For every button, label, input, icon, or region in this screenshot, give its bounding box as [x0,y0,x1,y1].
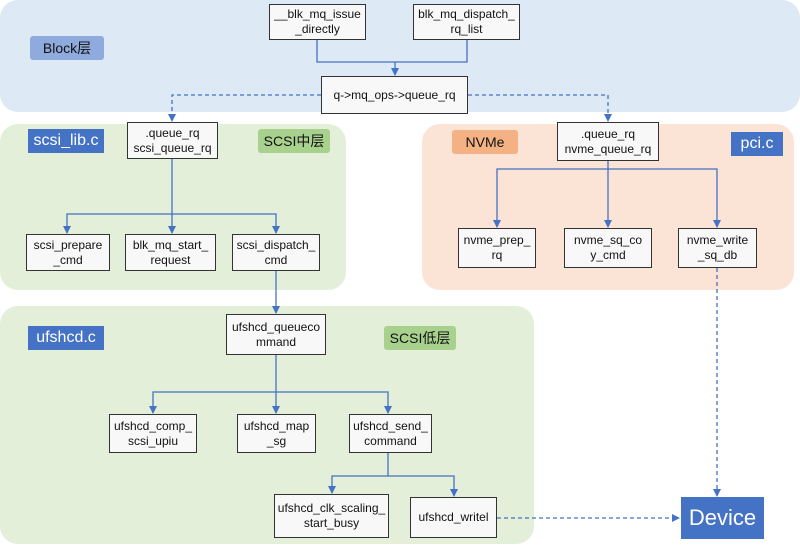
ufshcd-file-label: ufshcd.c [28,326,104,350]
scsi-lib-file-label: scsi_lib.c [28,129,104,153]
edge-queue-rq-to-nvme [468,94,612,122]
node-nvme-queue-rq: .queue_rq nvme_queue_rq [557,122,659,161]
edge-send-to-writel [388,475,458,497]
node-nvme-write-sq-db: nvme_write _sq_db [678,228,757,268]
node-ufshcd-queuecommand: ufshcd_queueco mmand [226,314,326,355]
edge-blk-issue-to-queue-rq [316,40,399,76]
edge-queue-rq-to-scsi [168,94,321,122]
edge-send-to-clk [328,453,389,494]
node-scsi-dispatch-cmd: scsi_dispatch_ cmd [232,234,320,271]
device-label: Device [681,497,764,539]
node-scsi-prepare-cmd: scsi_prepare _cmd [26,234,110,271]
node-blk-mq-dispatch-rq-list: blk_mq_dispatch_ rq_list [413,4,520,40]
edge-queuecommand-to-send [276,391,392,414]
scsi-mid-layer-label: SCSI中层 [258,129,330,153]
node-blk-mq-start-request: blk_mq_start_ request [125,234,216,271]
node-blk-mq-issue-directly: __blk_mq_issue _directly [269,4,366,40]
edge-nvme-to-write [608,168,721,228]
node-scsi-queue-rq: .queue_rq scsi_queue_rq [127,122,218,159]
block-layer-label: Block层 [30,36,104,60]
node-ufshcd-writel: ufshcd_writel [410,497,497,538]
node-ufshcd-clk-scaling-start-busy: ufshcd_clk_scaling_ start_busy [274,494,389,538]
scsi-low-layer-label: SCSI低层 [384,326,456,350]
edge-nvme-to-prep [493,161,609,228]
pci-file-label: pci.c [731,132,783,156]
edge-queuecommand-to-comp [149,355,277,414]
edge-scsi-to-prepare [63,159,173,234]
node-ufshcd-send-command: ufshcd_send_ command [349,414,432,453]
node-queue-rq: q->mq_ops->queue_rq [321,76,468,114]
node-nvme-sq-copy-cmd: nvme_sq_co y_cmd [564,228,652,268]
node-ufshcd-map-sg: ufshcd_map _sg [237,414,316,453]
node-nvme-prep-rq: nvme_prep_ rq [458,228,536,268]
nvme-label: NVMe [452,130,518,154]
edge-blk-dispatch-to-queue-rq [395,40,468,63]
edge-scsi-to-dispatch [172,213,280,234]
node-ufshcd-comp-scsi-upiu: ufshcd_comp_ scsi_upiu [109,414,197,453]
